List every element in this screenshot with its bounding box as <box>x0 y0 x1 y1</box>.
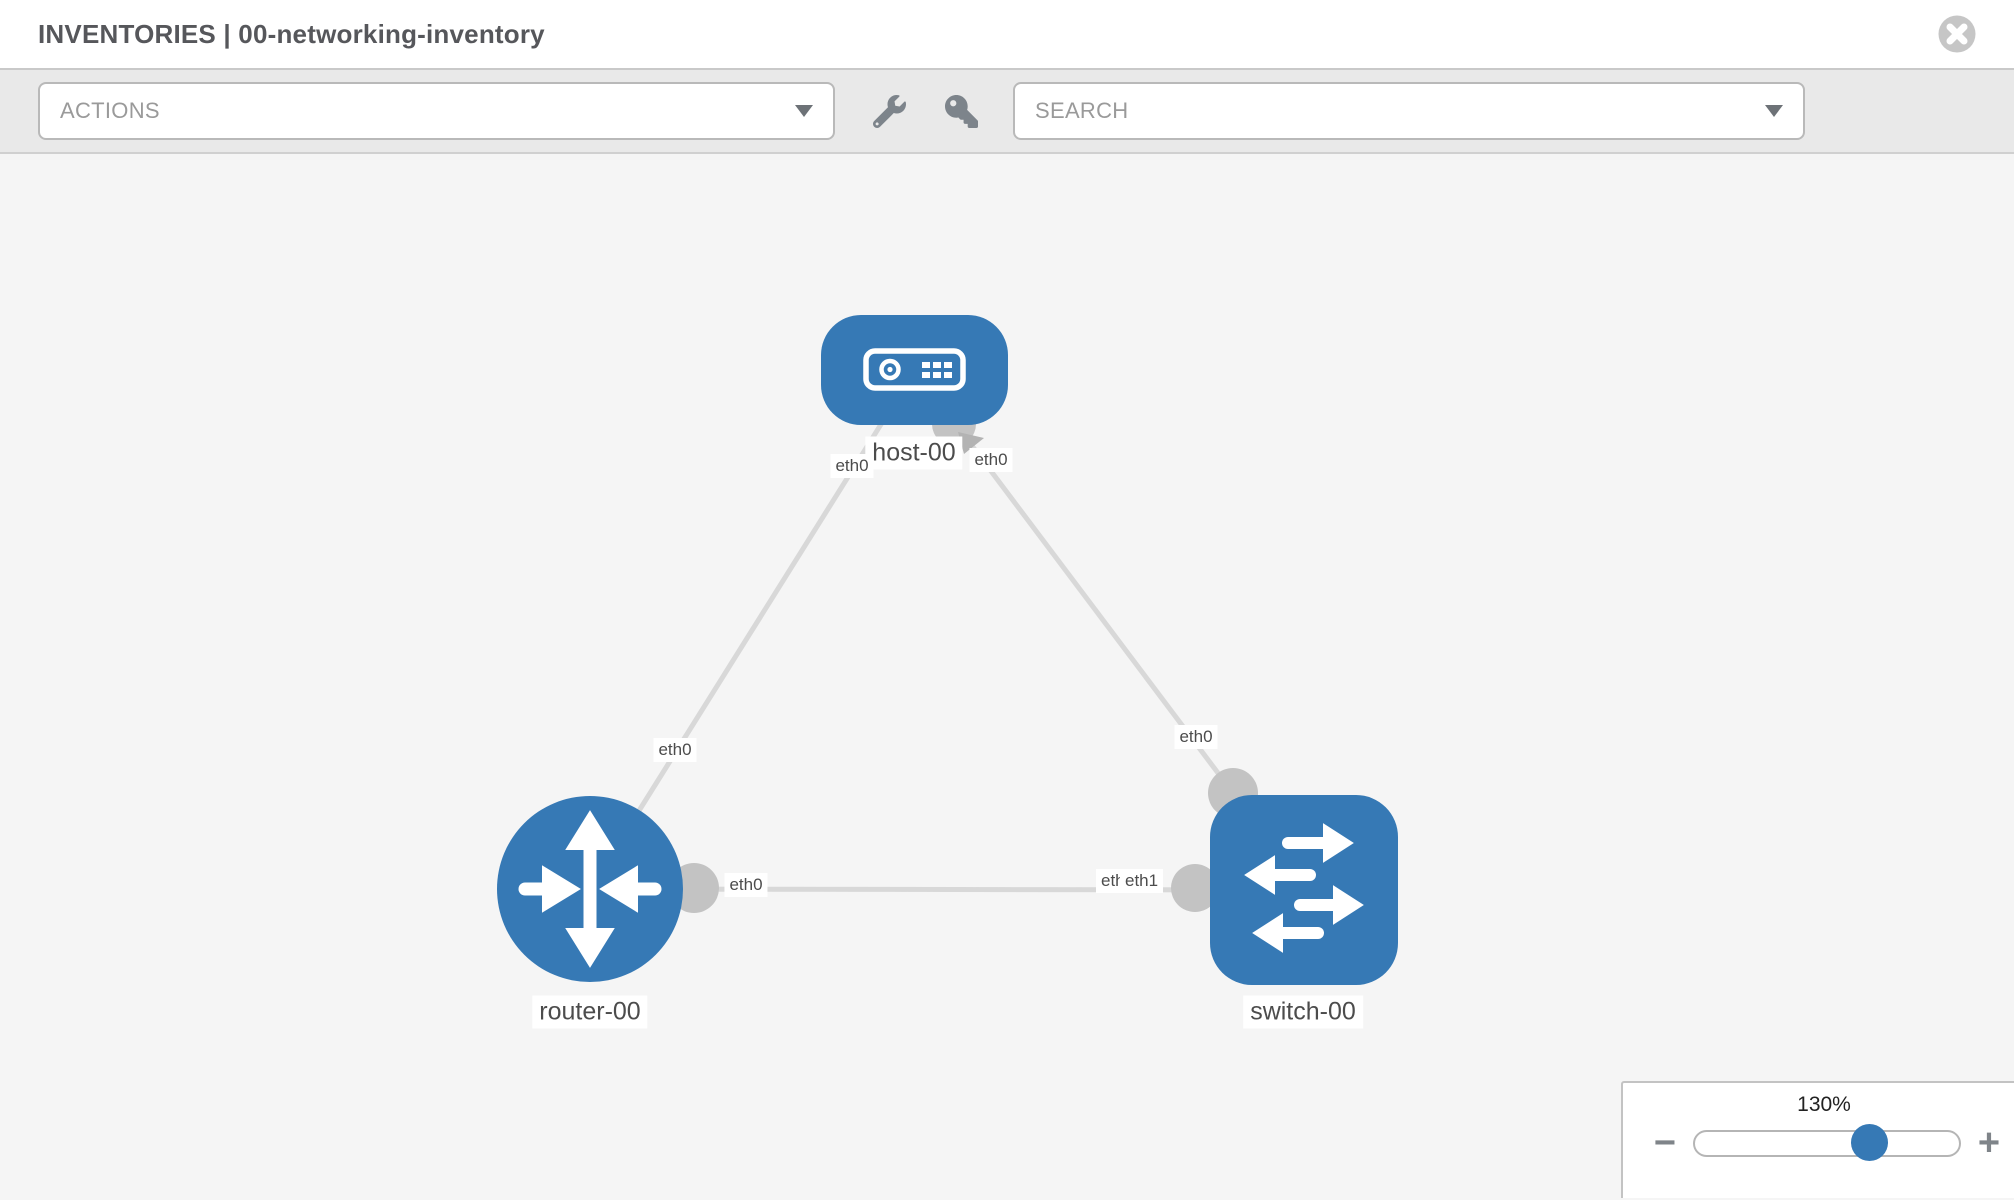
page-title: INVENTORIES | 00-networking-inventory <box>38 19 545 49</box>
node-label-switch: switch-00 <box>1243 995 1363 1029</box>
switch-icon <box>1244 823 1364 953</box>
close-icon <box>1938 15 1976 53</box>
link-arrowhead <box>958 432 984 454</box>
key-icon <box>944 94 978 128</box>
interface-port-switch-mid[interactable] <box>1171 864 1219 912</box>
chevron-down-icon <box>795 105 813 117</box>
node-label-router: router-00 <box>532 995 648 1029</box>
router-icon <box>518 810 662 968</box>
node-switch-00[interactable] <box>1210 795 1398 985</box>
zoom-in-button[interactable]: + <box>1977 1122 2001 1164</box>
toolbar: ACTIONS SEARCH <box>0 70 2014 154</box>
zoom-out-button[interactable]: − <box>1653 1122 1677 1164</box>
links-layer <box>587 368 1305 913</box>
search-dropdown[interactable]: SEARCH <box>1013 82 1805 140</box>
zoom-panel: 130% − + <box>1621 1081 2014 1198</box>
window-header: INVENTORIES | 00-networking-inventory <box>0 0 2014 70</box>
host-icon <box>863 348 966 391</box>
node-host-00[interactable] <box>821 315 1008 425</box>
interface-label-host-router: eth0 <box>653 738 697 762</box>
interface-label-switch-side: eth1 <box>1120 869 1164 893</box>
node-label-host: host-00 <box>865 436 963 470</box>
search-dropdown-label: SEARCH <box>1035 98 1129 123</box>
interface-label-host-switch: eth0 <box>1174 725 1218 749</box>
close-button[interactable] <box>1938 15 1976 53</box>
wrench-icon <box>872 94 906 128</box>
zoom-slider[interactable] <box>1693 1123 1961 1161</box>
actions-dropdown[interactable]: ACTIONS <box>38 82 835 140</box>
interface-label-router-side: eth0 <box>724 873 768 897</box>
chevron-down-icon <box>1765 105 1783 117</box>
topology-canvas[interactable]: host-00 router-00 switch-00 eth0 eth0 et… <box>0 154 2014 1198</box>
zoom-slider-handle[interactable] <box>1851 1123 1888 1161</box>
interface-label-host-left: eth0 <box>830 454 874 478</box>
zoom-level-value: 130% <box>1797 1093 1851 1116</box>
interface-label-host-right: eth0 <box>969 448 1013 472</box>
credentials-button[interactable] <box>943 93 979 129</box>
actions-dropdown-label: ACTIONS <box>60 98 160 123</box>
configure-button[interactable] <box>871 93 907 129</box>
node-router-00[interactable] <box>497 796 683 982</box>
